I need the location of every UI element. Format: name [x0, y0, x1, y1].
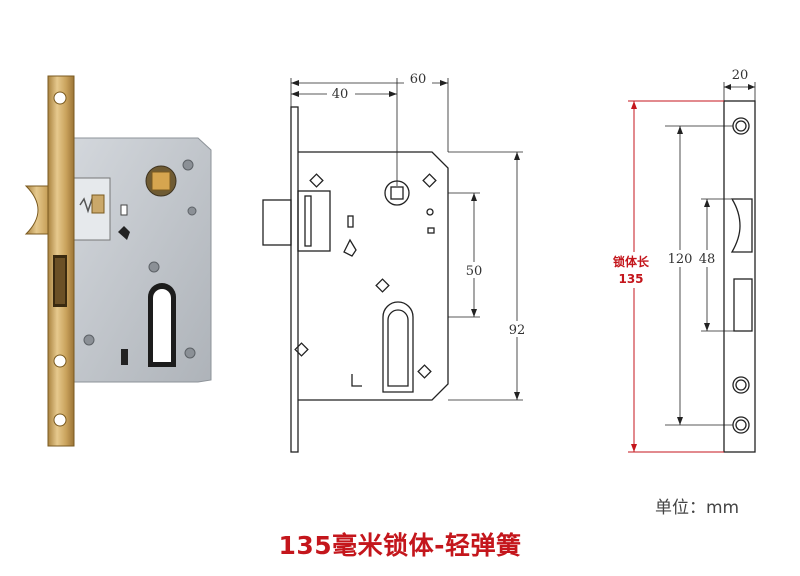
side-keyway [382, 301, 414, 393]
side-faceplate [290, 106, 299, 453]
dim-follower-cylinder: 50 [466, 264, 483, 279]
side-view [262, 106, 449, 453]
lock-photo [24, 75, 212, 447]
dimension-arrows [291, 80, 520, 400]
dim-body-height: 92 [509, 323, 526, 338]
unit-label: 单位：mm [655, 498, 740, 518]
front-bolt-hole [733, 278, 753, 332]
dim-faceplate-width: 20 [732, 68, 749, 83]
side-dimensions [290, 78, 523, 401]
lock-case [73, 137, 212, 383]
lock-length-label: 锁体长 [613, 254, 650, 269]
dim-latch-bolt: 48 [699, 252, 716, 267]
dim-body-width: 60 [410, 72, 427, 87]
side-screws [294, 173, 437, 379]
front-dimensions [665, 82, 756, 426]
front-latch [730, 198, 753, 253]
spindle-square [151, 171, 171, 191]
front-faceplate [723, 100, 756, 453]
front-view [723, 100, 756, 453]
lock-length-value: 135 [618, 272, 643, 286]
side-body [298, 151, 449, 401]
product-caption: 135毫米锁体-轻弹簧 [278, 531, 522, 560]
dim-backset: 40 [332, 87, 349, 102]
dim-screw-spacing: 120 [668, 252, 693, 267]
